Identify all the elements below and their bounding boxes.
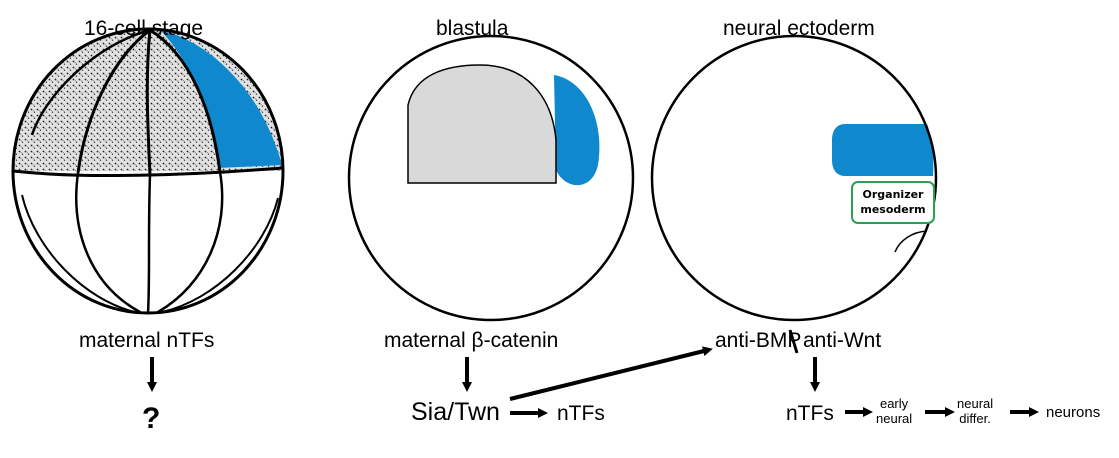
blastopore-lip bbox=[894, 230, 928, 253]
stage-title-neural-ectoderm: neural ectoderm bbox=[723, 17, 875, 40]
early-neural-line2: neural bbox=[876, 410, 913, 426]
sixteen-cell-embryo bbox=[11, 27, 285, 315]
arrow-diagonal bbox=[509, 346, 713, 401]
organizer-label-line1: Organizer bbox=[862, 188, 924, 202]
sia-twn-label: Sia/Twn bbox=[411, 398, 500, 426]
anti-wnt-label: anti-Wnt bbox=[803, 329, 882, 352]
maternal-ntfs-label: maternal nTFs bbox=[79, 329, 215, 352]
slash-separator bbox=[788, 329, 799, 354]
early-neural-line1: early bbox=[879, 396, 909, 411]
neural-ectoderm-embryo bbox=[650, 34, 938, 322]
early-neural-label: early neural bbox=[876, 396, 913, 427]
blastula-ntfs-label: nTFs bbox=[557, 402, 605, 425]
neural-ectoderm-outline bbox=[650, 34, 938, 322]
stage-title-blastula: blastula bbox=[436, 17, 509, 40]
maternal-beta-catenin-label: maternal β-catenin bbox=[384, 329, 559, 352]
neurons-label: neurons bbox=[1046, 404, 1101, 421]
blastocoel bbox=[407, 64, 557, 184]
neural-differ-label: neural differ. bbox=[957, 396, 994, 427]
arrows bbox=[147, 329, 1039, 418]
organizer-label-line2: mesoderm bbox=[860, 202, 926, 216]
organizer-mesoderm-label: Organizer mesoderm bbox=[851, 181, 935, 224]
organizer-mesoderm-region bbox=[832, 124, 934, 176]
neural-differ-line2: differ. bbox=[959, 410, 991, 426]
unknown-outcome: ? bbox=[142, 402, 161, 435]
pathway-ntfs-label: nTFs bbox=[786, 402, 834, 425]
stage-title-16-cell: 16-cell stage bbox=[84, 17, 204, 40]
organizer-region bbox=[554, 75, 600, 186]
blastula-outline bbox=[347, 34, 635, 322]
blastula-embryo bbox=[347, 34, 635, 322]
organizer-blastomere bbox=[160, 30, 282, 168]
anti-bmp-label: anti-BMP bbox=[715, 329, 802, 352]
neural-differ-line1: neural bbox=[957, 396, 994, 411]
